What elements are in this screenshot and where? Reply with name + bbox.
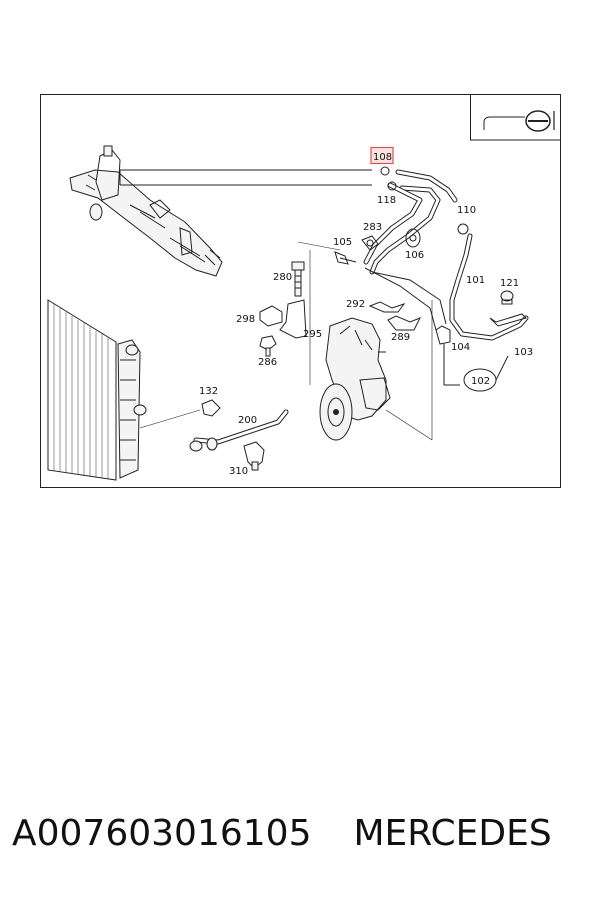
part-number: A007603016105 [12, 812, 312, 854]
bracket-295 [259, 299, 307, 357]
pressure-line-rack [119, 169, 372, 186]
callout-310[interactable]: 310 [229, 466, 248, 477]
callout-200[interactable]: 200 [238, 415, 257, 426]
power-steering-pump [309, 250, 433, 441]
highlight-108 [370, 146, 394, 165]
callout-283[interactable]: 283 [363, 222, 382, 233]
callout-108[interactable]: 108 [373, 152, 392, 163]
steering-rack [69, 145, 223, 277]
callout-118[interactable]: 118 [377, 195, 396, 206]
callout-292[interactable]: 292 [346, 299, 365, 310]
parts-diagram: 108 118 110 283 105 106 280 101 121 292 … [40, 94, 561, 488]
callout-102-group [444, 355, 509, 392]
callout-295[interactable]: 295 [303, 329, 322, 340]
pump-lines [334, 235, 447, 331]
return-hose [449, 223, 529, 341]
steering-wheel-icon [470, 95, 560, 141]
cooler-hose-200 [189, 399, 289, 471]
product-caption: A007603016105 MERCEDES [12, 808, 592, 858]
callout-102[interactable]: 102 [471, 376, 490, 387]
callout-121[interactable]: 121 [500, 278, 519, 289]
callout-101[interactable]: 101 [466, 275, 485, 286]
callout-289[interactable]: 289 [391, 332, 410, 343]
callout-286[interactable]: 286 [258, 357, 277, 368]
callout-104[interactable]: 104 [451, 342, 470, 353]
callout-280[interactable]: 280 [273, 272, 292, 283]
callout-298[interactable]: 298 [236, 314, 255, 325]
bolt-280 [291, 241, 341, 297]
callout-110[interactable]: 110 [457, 205, 476, 216]
callout-106[interactable]: 106 [405, 250, 424, 261]
radiator [47, 299, 201, 481]
brackets [368, 301, 451, 385]
brand-name: MERCEDES [353, 812, 552, 854]
callout-105[interactable]: 105 [333, 237, 352, 248]
callout-132[interactable]: 132 [199, 386, 218, 397]
union-hoses [363, 166, 458, 275]
callout-103[interactable]: 103 [514, 347, 533, 358]
